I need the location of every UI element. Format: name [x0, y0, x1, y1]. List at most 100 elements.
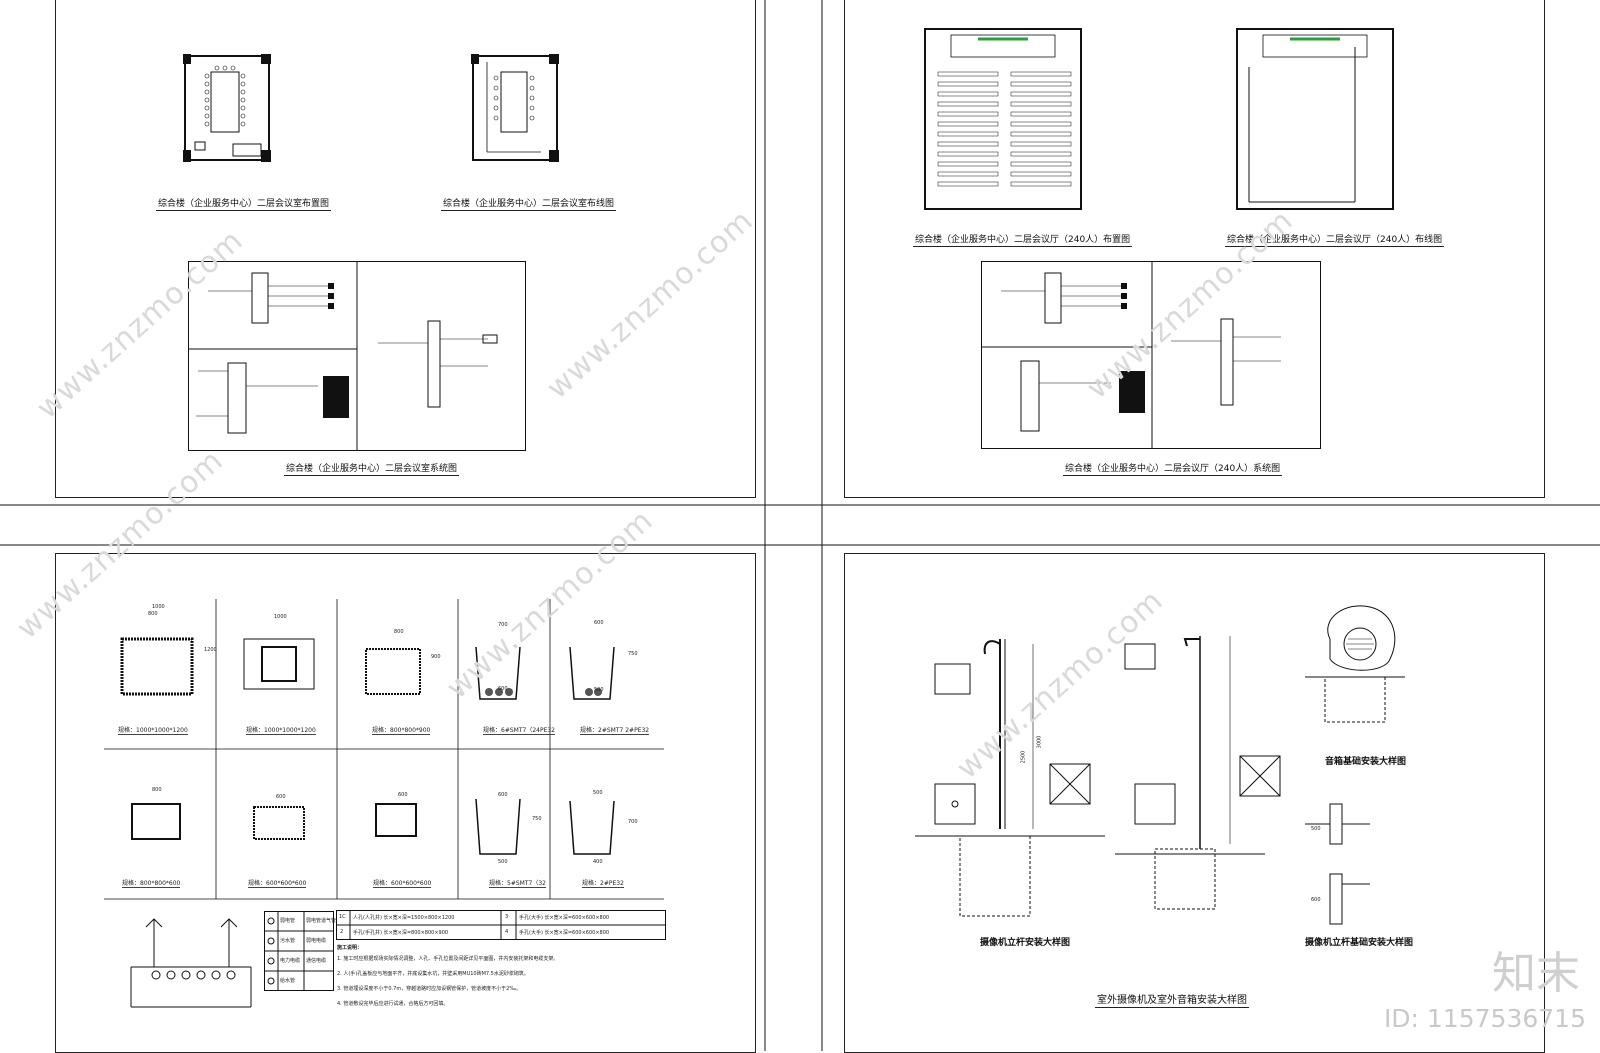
spec-caption: 规格：1000*1000*1200: [118, 727, 188, 735]
seat-row: [937, 101, 999, 107]
dim-label: 1200: [204, 647, 217, 653]
dim-label: 600: [276, 794, 286, 800]
seat-row: [937, 161, 999, 167]
camera-pole-detail-2: [1115, 636, 1281, 910]
seat-row: [1010, 181, 1072, 187]
dim-label: 800: [148, 611, 158, 617]
dim-label: 600: [398, 792, 408, 798]
conference-room-wiring-plan: [471, 54, 559, 162]
legend-desc: 弱电电缆: [306, 938, 327, 944]
dim-label: 500: [594, 687, 604, 693]
hall-system-diagram: [981, 261, 1321, 449]
legend-label: 污水管: [280, 938, 296, 944]
dim-label: 3000: [1036, 735, 1043, 749]
sheet-title: 室外摄像机及室外音箱安装大样图: [1095, 991, 1249, 1008]
spec-text: 手孔(大手) 长×宽×深=600×600×800: [519, 915, 610, 921]
camera-base-title: 摄像机立杆基础安装大样图: [1305, 938, 1414, 948]
camera-base-detail: [1305, 803, 1370, 925]
system-title: 综合楼（企业服务中心）二层会议室系统图: [284, 461, 460, 476]
drawing-title: 综合楼（企业服务中心）二层会议厅（240人）布置图: [913, 232, 1133, 247]
legend-desc: 弱电管道气管: [306, 918, 337, 924]
dim-label: 1000: [274, 614, 287, 620]
spec-code: 3: [505, 914, 509, 920]
seat-row: [937, 81, 999, 87]
conference-room-layout-plan: [183, 54, 271, 162]
dim-label: 2500: [1020, 750, 1027, 764]
dim-label: 750: [532, 816, 542, 822]
spec-caption: 规格：2#PE32: [582, 880, 624, 888]
seat-row: [1010, 71, 1072, 77]
note-line: 4. 管道敷设完毕后应进行试通，合格后方可回填。: [337, 1001, 449, 1007]
seat-row: [937, 91, 999, 97]
spec-code: 4: [505, 929, 509, 935]
dim-label: 500: [593, 790, 603, 796]
speaker-base-detail: [1305, 605, 1405, 723]
seat-row: [1010, 131, 1072, 137]
legend-table-grid: [264, 911, 334, 991]
spec-text: 人孔(人孔井) 长×宽×深=1500×800×1200: [353, 915, 455, 921]
seat-row: [1010, 91, 1072, 97]
manhole-grid: [104, 599, 664, 900]
spec-caption: 规格：800*800*600: [122, 880, 181, 888]
spec-caption: 规格：600*600*600: [248, 880, 307, 888]
seat-row: [1010, 161, 1072, 167]
seat-row: [1010, 141, 1072, 147]
note-line: 1. 施工时应根据现场实际情况调整，人孔、手孔位置及间距详见平面图，井内安装托架…: [337, 956, 559, 962]
seat-row: [937, 151, 999, 157]
spec-text: 手孔(大手) 长×宽×深=600×600×800: [519, 930, 610, 936]
seat-row: [937, 71, 999, 77]
brand-id: ID: 1157536715: [1383, 1004, 1586, 1033]
dim-label: 700: [628, 819, 638, 825]
legend-label: 弱电管: [280, 918, 296, 924]
dim-label: 600: [1311, 897, 1321, 903]
pipe-section-drawing: [130, 918, 252, 1008]
spec-caption: 规格：1000*1000*1200: [246, 727, 316, 735]
dim-label: 1000: [152, 604, 165, 610]
notes-title: 施工说明：: [337, 945, 363, 951]
note-line: 2. 人(手)孔盖板应与地面平齐，井底设集水坑，井壁采用MU10砖M7.5水泥砂…: [337, 971, 529, 977]
spec-caption: 规格：5#SMT7（32: [489, 880, 546, 888]
camera-pole-title: 摄像机立杆安装大样图: [980, 938, 1071, 948]
dim-label: 700: [498, 622, 508, 628]
spec-code: 1C: [339, 914, 346, 920]
spec-table-grid: [336, 910, 666, 940]
sheet-bottom-left: 1000 800 1200 1000 800 900 700 600 600 7…: [55, 553, 756, 1053]
seat-row: [1010, 121, 1072, 127]
dim-label: 500: [498, 859, 508, 865]
seat-row: [937, 121, 999, 127]
dim-label: 600: [594, 620, 604, 626]
dim-label: 800: [394, 629, 404, 635]
dim-label: 600: [498, 686, 508, 692]
spec-caption: 规格：6#SMT7（24PE32: [483, 727, 555, 735]
spec-caption: 规格：800*800*900: [372, 727, 431, 735]
note-line: 3. 管道埋设深度不小于0.7m，穿越道路时应加设钢管保护，管道坡度不小于2‰。: [337, 986, 522, 992]
dim-label: 900: [431, 654, 441, 660]
camera-pole-detail-1: [915, 639, 1105, 917]
spec-caption: 规格：2#SMT7 2#PE32: [580, 727, 650, 735]
spec-text: 手孔(手孔井) 长×宽×深=800×800×900: [353, 930, 449, 936]
seat-row: [937, 111, 999, 117]
spec-code: 2: [340, 929, 344, 935]
sheet-bottom-right: 3000 2500 摄像机立杆安装大样图 音箱基础安装大样图 500 600 摄…: [844, 553, 1545, 1053]
legend-desc: 通信电缆: [306, 958, 327, 964]
sheet-top-left: 综合楼（企业服务中心）二层会议室布置图 综合楼（企业服务中心）二层会议室布线图: [55, 0, 756, 498]
dim-label: 800: [152, 787, 162, 793]
dim-label: 750: [628, 651, 638, 657]
spec-caption: 规格：600*600*600: [373, 880, 432, 888]
seat-row: [1010, 81, 1072, 87]
sheet-top-right: 综合楼（企业服务中心）二层会议厅（240人）布置图 综合楼（企业服务中心）二层会…: [844, 0, 1545, 498]
system-diagram: [188, 261, 526, 451]
legend-label: 电力电缆: [280, 958, 301, 964]
legend-label: 给水管: [280, 978, 296, 984]
drawing-title: 综合楼（企业服务中心）二层会议厅（240人）布线图: [1225, 232, 1445, 247]
seat-row: [1010, 101, 1072, 107]
seat-row: [1010, 151, 1072, 157]
drawing-title: 综合楼（企业服务中心）二层会议室布置图: [156, 196, 332, 211]
hall-layout-plan: [924, 28, 1082, 210]
seat-row: [1010, 111, 1072, 117]
dim-label: 500: [1311, 826, 1321, 832]
system-title: 综合楼（企业服务中心）二层会议厅（240人）系统图: [1063, 461, 1283, 476]
seat-row: [937, 171, 999, 177]
dim-label: 600: [498, 792, 508, 798]
